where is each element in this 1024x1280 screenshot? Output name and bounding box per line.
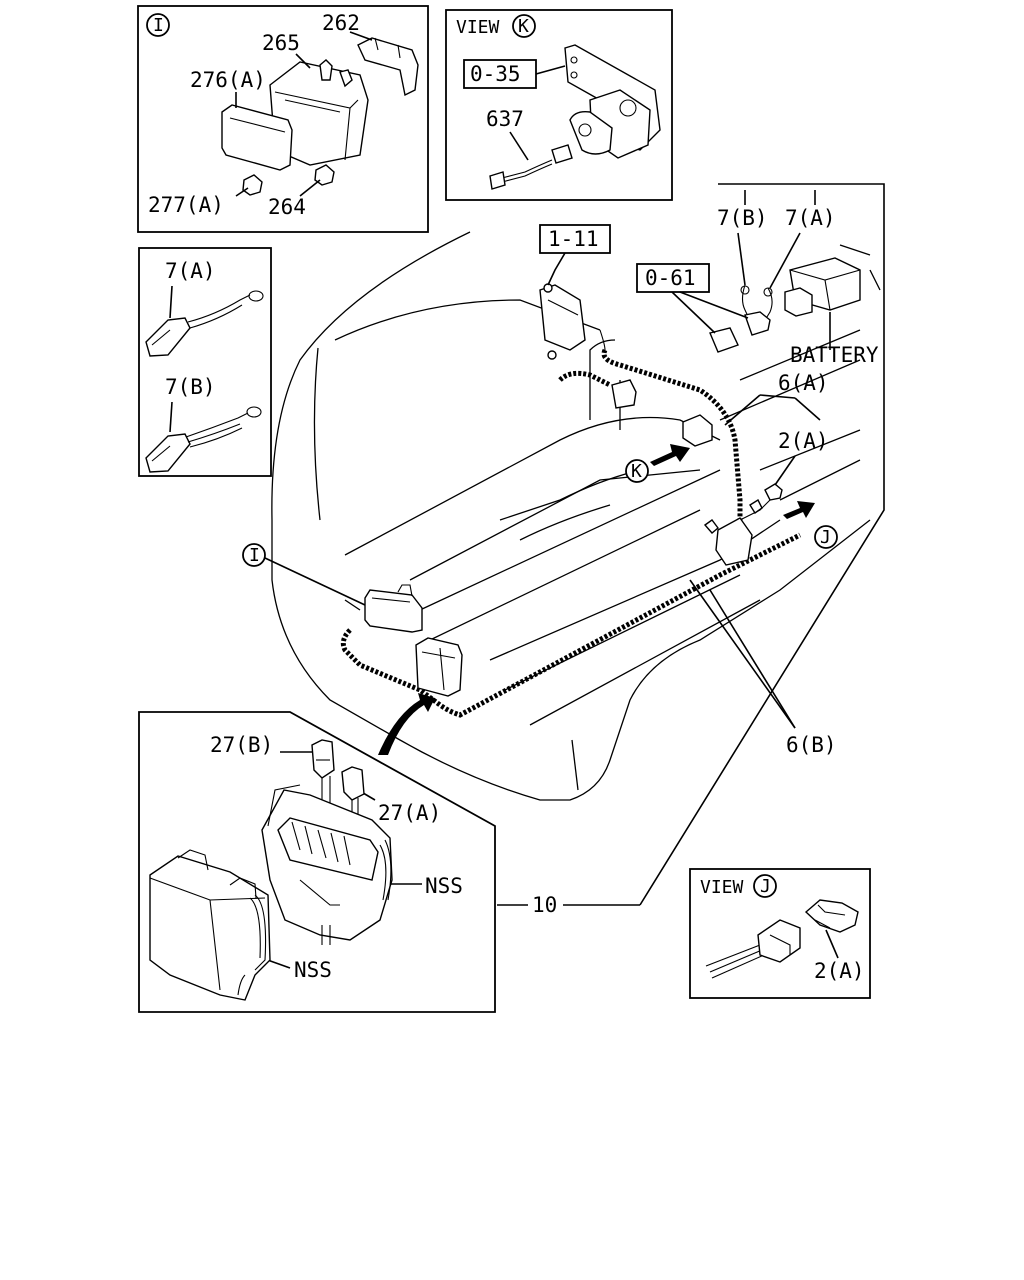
- view-k: VIEW K 0-35 637: [445, 9, 673, 201]
- ref-1-11: 1-11: [548, 227, 599, 251]
- detail-7-upper: 7(A): [165, 259, 216, 283]
- detail-10-nss-1: NSS: [425, 874, 463, 898]
- detail-i: I 262 265 276(A) 277(A) 264: [137, 5, 429, 233]
- detail-10-index: 10: [532, 893, 557, 917]
- part-264: 264: [268, 195, 306, 219]
- view-k-part: 637: [486, 107, 524, 131]
- detail-7: 7(A) 7(B): [138, 247, 272, 477]
- detail-10: 27(B) 27(A) NSS NSS 10: [138, 711, 640, 1013]
- detail-10-27a: 27(A): [378, 801, 441, 825]
- connector-2a: [764, 483, 783, 501]
- marker-i: I: [249, 545, 260, 566]
- battery-label: BATTERY: [790, 343, 879, 367]
- detail-10-nss-2: NSS: [294, 958, 332, 982]
- view-k-ref: 0-35: [470, 62, 521, 86]
- ref-box-1-11: [539, 224, 611, 254]
- ref-box-0-61: [636, 263, 710, 293]
- detail-7-lower: 7(B): [165, 375, 216, 399]
- main-label-7a: 7(A): [785, 206, 836, 230]
- battery-cables: [740, 284, 773, 336]
- part-265: 265: [262, 31, 300, 55]
- main-label-6a: 6(A): [778, 371, 829, 395]
- junction-cluster: [703, 498, 763, 566]
- view-arrows: [378, 444, 815, 755]
- view-j: VIEW J 2(A): [689, 868, 871, 999]
- fuse-box: [415, 637, 463, 697]
- view-i-arrow: [378, 693, 435, 755]
- marker-k: K: [631, 461, 642, 482]
- bracket-1-11: [539, 283, 586, 360]
- view-j-arrow: [783, 501, 815, 519]
- view-k-arrow: [650, 444, 690, 466]
- bracket-10: [639, 183, 885, 906]
- view-j-part: 2(A): [814, 959, 865, 983]
- connector-k: [611, 379, 713, 447]
- view-j-marker: J: [760, 876, 771, 897]
- detail-10-27b: 27(B): [210, 733, 273, 757]
- marker-k-circle: [625, 459, 649, 483]
- marker-j: J: [820, 527, 831, 548]
- main-label-6b: 6(B): [786, 733, 837, 757]
- part-262: 262: [322, 11, 360, 35]
- view-j-title: VIEW: [700, 877, 744, 898]
- module-i: [364, 584, 423, 633]
- ref-0-61: 0-61: [645, 266, 696, 290]
- marker-i-circle: [242, 543, 266, 567]
- view-k-title: VIEW: [456, 17, 500, 38]
- battery: [784, 257, 861, 317]
- main-label-7b: 7(B): [717, 206, 768, 230]
- main-label-2a: 2(A): [778, 429, 829, 453]
- detail-i-marker: I: [153, 15, 164, 36]
- view-k-marker: K: [518, 16, 529, 37]
- harness-connectors: [364, 257, 861, 697]
- part-276a: 276(A): [190, 68, 266, 92]
- part-277a: 277(A): [148, 193, 224, 217]
- marker-j-circle: [814, 525, 838, 549]
- item-0-61: [709, 327, 739, 353]
